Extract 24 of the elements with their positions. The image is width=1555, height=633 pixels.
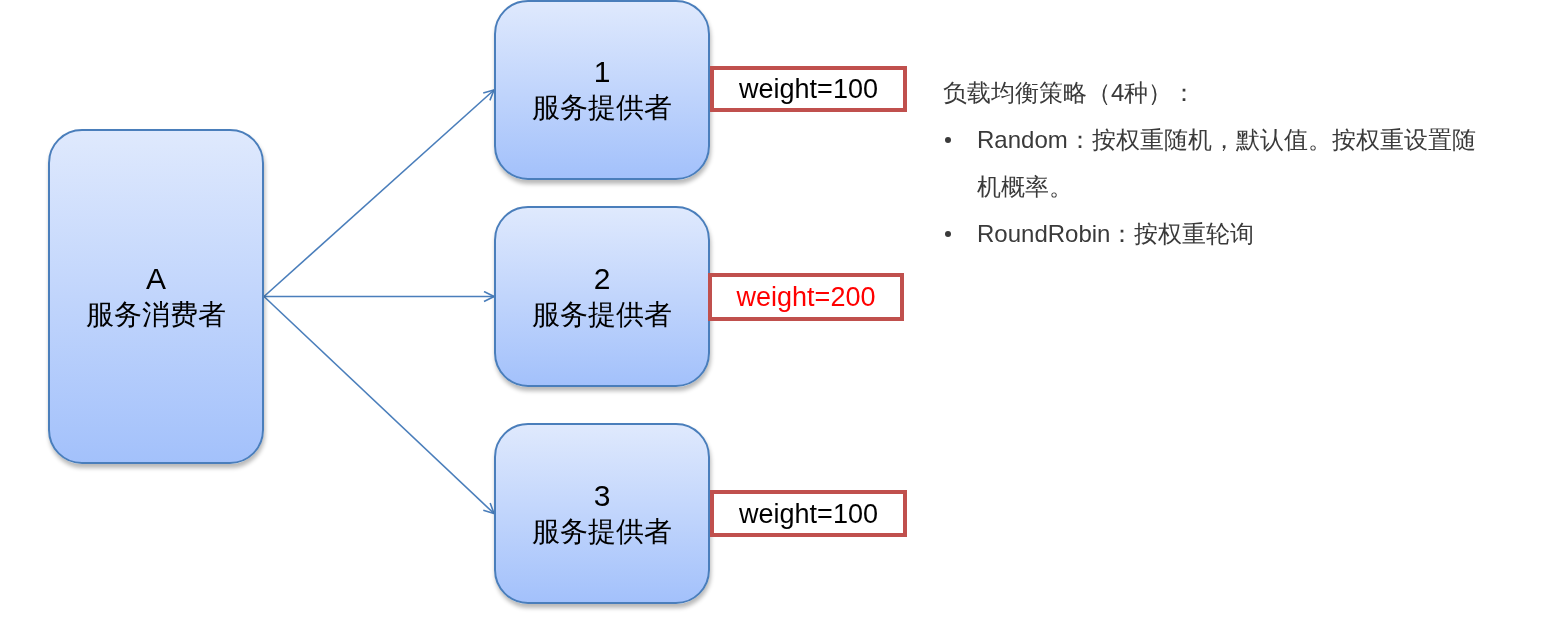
weight-text: weight=100 xyxy=(739,497,878,530)
node-number: A xyxy=(146,260,166,297)
consumer-box xyxy=(48,129,264,464)
node-label: 服务消费者 xyxy=(86,297,226,332)
node-label: 服务提供者 xyxy=(532,297,672,332)
node-number: 3 xyxy=(593,477,611,514)
list-item: RoundRobin：按权重轮询 xyxy=(977,219,1256,249)
provider-box xyxy=(494,0,710,180)
list-heading: 负载均衡策略（4种）： xyxy=(943,78,1197,108)
provider-box xyxy=(494,206,710,387)
weight-text: weight=100 xyxy=(739,73,878,105)
node-label: 服务提供者 xyxy=(532,514,672,549)
provider-box xyxy=(494,423,710,604)
weight-box xyxy=(708,273,904,321)
node-number: 1 xyxy=(593,54,611,90)
node-label: 服务提供者 xyxy=(532,91,672,125)
arrow xyxy=(263,290,495,303)
arrow xyxy=(263,295,495,515)
arrow xyxy=(263,89,495,298)
weight-box xyxy=(710,490,907,537)
node-number: 2 xyxy=(593,260,611,297)
list-item: Random：按权重随机，默认值。按权重设置随机概率。 xyxy=(977,125,1477,202)
weight-text: weight=200 xyxy=(736,281,876,313)
weight-box xyxy=(710,66,907,112)
